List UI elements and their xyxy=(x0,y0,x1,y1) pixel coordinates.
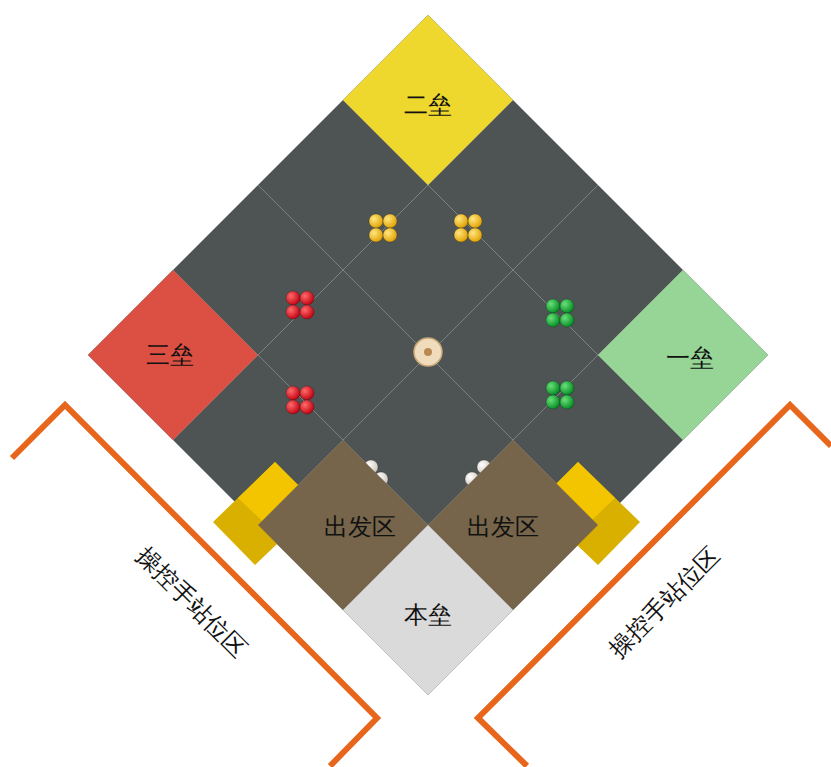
ball xyxy=(560,313,574,327)
ball xyxy=(383,214,397,228)
ball xyxy=(286,305,300,319)
zone-label: 操控手站位区 xyxy=(130,540,254,664)
second-base: 二垒 xyxy=(343,15,513,185)
ball xyxy=(286,386,300,400)
base-label: 出发区 xyxy=(467,511,539,543)
center-mark xyxy=(414,338,442,366)
ball xyxy=(300,400,314,414)
ball xyxy=(300,291,314,305)
base-label: 二垒 xyxy=(404,89,452,121)
ball xyxy=(454,228,468,242)
base-label: 出发区 xyxy=(324,511,396,543)
field xyxy=(88,15,768,695)
base-label: 本垒 xyxy=(404,599,452,631)
center-mark xyxy=(424,348,432,356)
ball xyxy=(300,386,314,400)
ball xyxy=(369,228,383,242)
ball xyxy=(546,381,560,395)
zone-label: 操控手站位区 xyxy=(602,540,726,664)
ball xyxy=(369,214,383,228)
home-plate: 本垒 xyxy=(343,525,513,695)
ball xyxy=(454,214,468,228)
ball xyxy=(546,313,560,327)
ball xyxy=(468,228,482,242)
ball xyxy=(560,395,574,409)
ball xyxy=(560,381,574,395)
ball xyxy=(546,299,560,313)
base-label: 三垒 xyxy=(146,339,194,371)
base-label: 一垒 xyxy=(666,342,714,374)
first-base: 一垒 xyxy=(598,270,768,440)
ball xyxy=(560,299,574,313)
ball xyxy=(300,305,314,319)
ball xyxy=(468,214,482,228)
balls xyxy=(286,214,574,486)
third-base: 三垒 xyxy=(88,270,258,440)
ball xyxy=(286,400,300,414)
ball xyxy=(286,291,300,305)
ball xyxy=(383,228,397,242)
ball xyxy=(546,395,560,409)
